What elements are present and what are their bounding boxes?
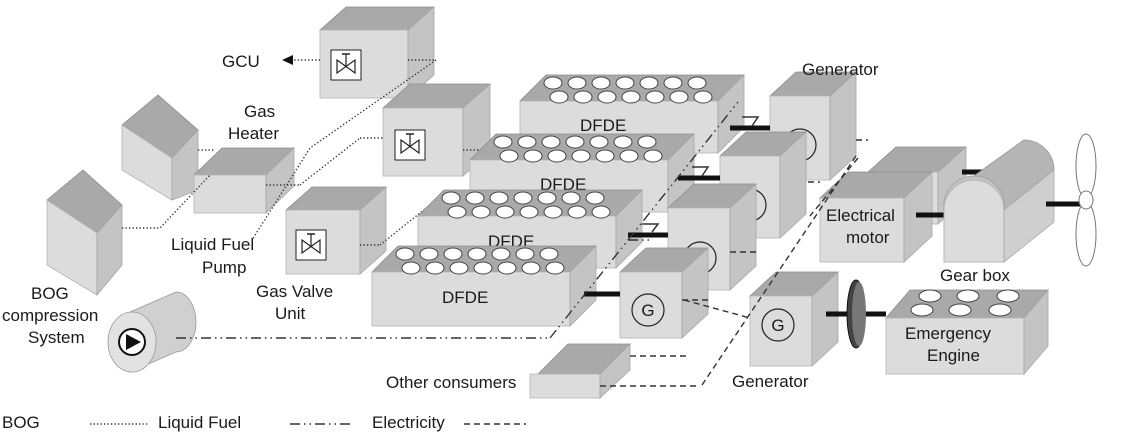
valve-icon bbox=[301, 233, 321, 255]
cylinder-heads bbox=[493, 135, 663, 163]
coupling-marks bbox=[642, 116, 760, 233]
propeller-icon bbox=[1075, 133, 1097, 267]
gas-valve-unit-label: Gas Valve bbox=[256, 282, 333, 301]
generator-symbol: G bbox=[641, 301, 654, 320]
electrical-motor-label: Electrical bbox=[826, 206, 895, 225]
gas-heater-label: Heater bbox=[228, 124, 279, 143]
generator-2 bbox=[718, 131, 808, 239]
dfde-engine-4 bbox=[371, 245, 597, 327]
liquid-fuel-lines bbox=[176, 101, 739, 339]
dfde-label: DFDE bbox=[540, 175, 586, 194]
engine-shafts bbox=[584, 125, 770, 297]
flywheel-icon bbox=[846, 279, 866, 349]
other-consumers-label: Other consumers bbox=[386, 373, 516, 392]
electricity-lines bbox=[600, 139, 868, 389]
legend-electricity-label: Electricity bbox=[372, 413, 445, 432]
emergency-engine-label: Engine bbox=[927, 346, 980, 365]
legend: BOG Liquid Fuel Electricity bbox=[2, 413, 526, 432]
legend-bog-label: BOG bbox=[2, 413, 40, 432]
gear-box bbox=[943, 139, 1055, 263]
dfde-label: DFDE bbox=[442, 288, 488, 307]
legend-liquid-fuel-label: Liquid Fuel bbox=[158, 413, 241, 432]
cylinder-heads bbox=[543, 76, 713, 104]
gas-heater-label: Gas bbox=[244, 102, 275, 121]
bog-compression-unit-front bbox=[46, 169, 123, 297]
gcu-label: GCU bbox=[222, 52, 260, 71]
liquid-fuel-pump bbox=[107, 291, 197, 373]
gcu-arrow-icon bbox=[282, 55, 293, 65]
dfde-engine-2 bbox=[469, 133, 695, 213]
gas-valve-unit-label: Unit bbox=[275, 304, 306, 323]
generator-label: Generator bbox=[802, 60, 879, 79]
other-consumers-box bbox=[529, 343, 631, 399]
bog-system-label: BOG bbox=[31, 284, 69, 303]
bog-system-label: System bbox=[28, 328, 85, 347]
emergency-generator bbox=[748, 271, 840, 367]
generator-label: Generator bbox=[732, 372, 809, 391]
valve-icon bbox=[336, 53, 356, 75]
bog-compression-unit-back bbox=[121, 94, 199, 201]
generator-4 bbox=[618, 247, 710, 339]
liquid-fuel-pump-label: Pump bbox=[202, 258, 246, 277]
bog-system-label: compression bbox=[2, 306, 98, 325]
cylinder-heads bbox=[441, 191, 611, 219]
electrical-motor-label: motor bbox=[846, 228, 890, 247]
emergency-engine-label: Emergency bbox=[905, 324, 991, 343]
generator-symbol: G bbox=[771, 316, 784, 335]
heater-valve-box bbox=[381, 83, 492, 177]
dfde-label: DFDE bbox=[580, 116, 626, 135]
gas-valve-unit-box bbox=[284, 186, 388, 275]
cylinder-heads bbox=[910, 289, 1020, 317]
emergency-engine bbox=[885, 288, 1049, 376]
gear-box-label: Gear box bbox=[940, 266, 1010, 285]
gas-heater-box bbox=[193, 147, 295, 214]
valve-icon bbox=[400, 133, 420, 155]
cylinder-heads bbox=[395, 247, 565, 275]
liquid-fuel-pump-label: Liquid Fuel bbox=[171, 235, 254, 254]
